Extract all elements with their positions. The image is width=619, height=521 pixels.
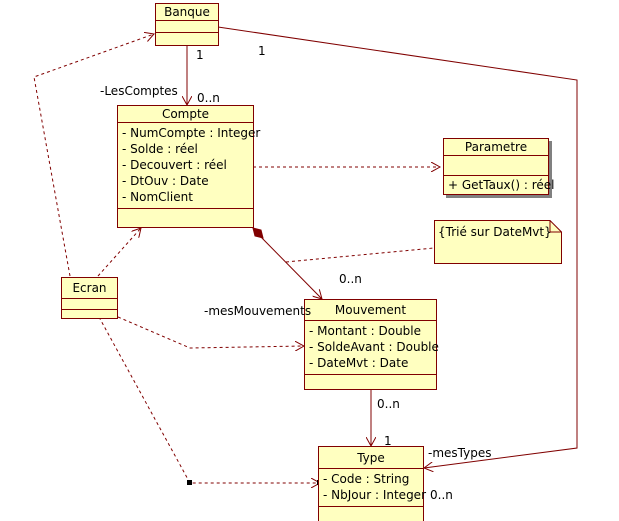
class-banque-name: Banque (156, 4, 218, 21)
class-banque[interactable]: Banque (155, 3, 219, 46)
dependency-ecran-compte (97, 228, 141, 277)
class-ecran[interactable]: Ecran (61, 277, 118, 319)
attribute: - Decouvert : réel (122, 158, 227, 172)
mult-compte-mouvement: 0..n (339, 272, 362, 286)
mult-banque-type-type-end: 0..n (430, 488, 453, 502)
class-compte-attributes: - NumCompte : Integer - Solde : réel - D… (118, 123, 261, 209)
attribute: - Solde : réel (122, 142, 198, 156)
dependency-ecran-type (98, 316, 320, 483)
class-ecran-attrs (62, 299, 117, 310)
attribute: - DateMvt : Date (309, 356, 409, 370)
class-mouvement-attributes: - Montant : Double - SoldeAvant : Double… (305, 321, 439, 375)
role-mestypes: -mesTypes (428, 446, 492, 460)
operation: + GetTaux() : réel (448, 178, 555, 192)
class-mouvement-name: Mouvement (305, 300, 436, 321)
class-type-attributes: - Code : String - NbJour : Integer (319, 469, 426, 507)
class-parametre[interactable]: Parametre + GetTaux() : réel (443, 138, 555, 196)
class-type[interactable]: Type - Code : String - NbJour : Integer (318, 446, 426, 521)
attribute: - Code : String (323, 472, 410, 486)
class-parametre-operations: + GetTaux() : réel (444, 176, 555, 196)
mult-mouvement-type-mouvement-end: 0..n (377, 397, 400, 411)
composition-diamond (252, 227, 264, 239)
class-banque-attrs (156, 21, 218, 33)
composition-compte-mouvement (257, 233, 322, 299)
mult-banque-compte-banque-end: 1 (196, 48, 204, 62)
class-compte-name: Compte (118, 106, 253, 123)
constraint-note: {Trié sur DateMvt} (434, 220, 562, 264)
class-compte[interactable]: Compte - NumCompte : Integer - Solde : r… (117, 105, 261, 228)
note-shape (434, 220, 562, 264)
class-ecran-name: Ecran (62, 278, 117, 299)
mult-banque-type-banque-end: 1 (258, 44, 266, 58)
association-banque-type (217, 26, 578, 468)
dependency-ecran-mouvement (117, 316, 304, 348)
role-mesmouvements: -mesMouvements (204, 304, 312, 318)
attribute: - DtOuv : Date (122, 174, 209, 188)
class-parametre-attrs (444, 156, 548, 176)
mult-mouvement-type-type-end: 1 (384, 434, 392, 448)
class-parametre-name: Parametre (444, 139, 548, 156)
note-text: {Trié sur DateMvt} (438, 225, 552, 239)
dependency-ecran-banque (33, 34, 154, 277)
attribute: - Montant : Double (309, 324, 422, 338)
mult-banque-compte-compte-end: 0..n (197, 91, 220, 105)
attribute: - SoldeAvant : Double (309, 340, 439, 354)
attribute: - NomClient (122, 190, 193, 204)
class-type-name: Type (319, 447, 423, 469)
note-anchor-line (285, 247, 435, 263)
role-lescomptes: -LesComptes (100, 84, 178, 98)
bend-square (187, 480, 192, 485)
class-mouvement[interactable]: Mouvement - Montant : Double - SoldeAvan… (304, 299, 439, 390)
attribute: - NbJour : Integer (323, 488, 426, 502)
attribute: - NumCompte : Integer (122, 126, 261, 140)
